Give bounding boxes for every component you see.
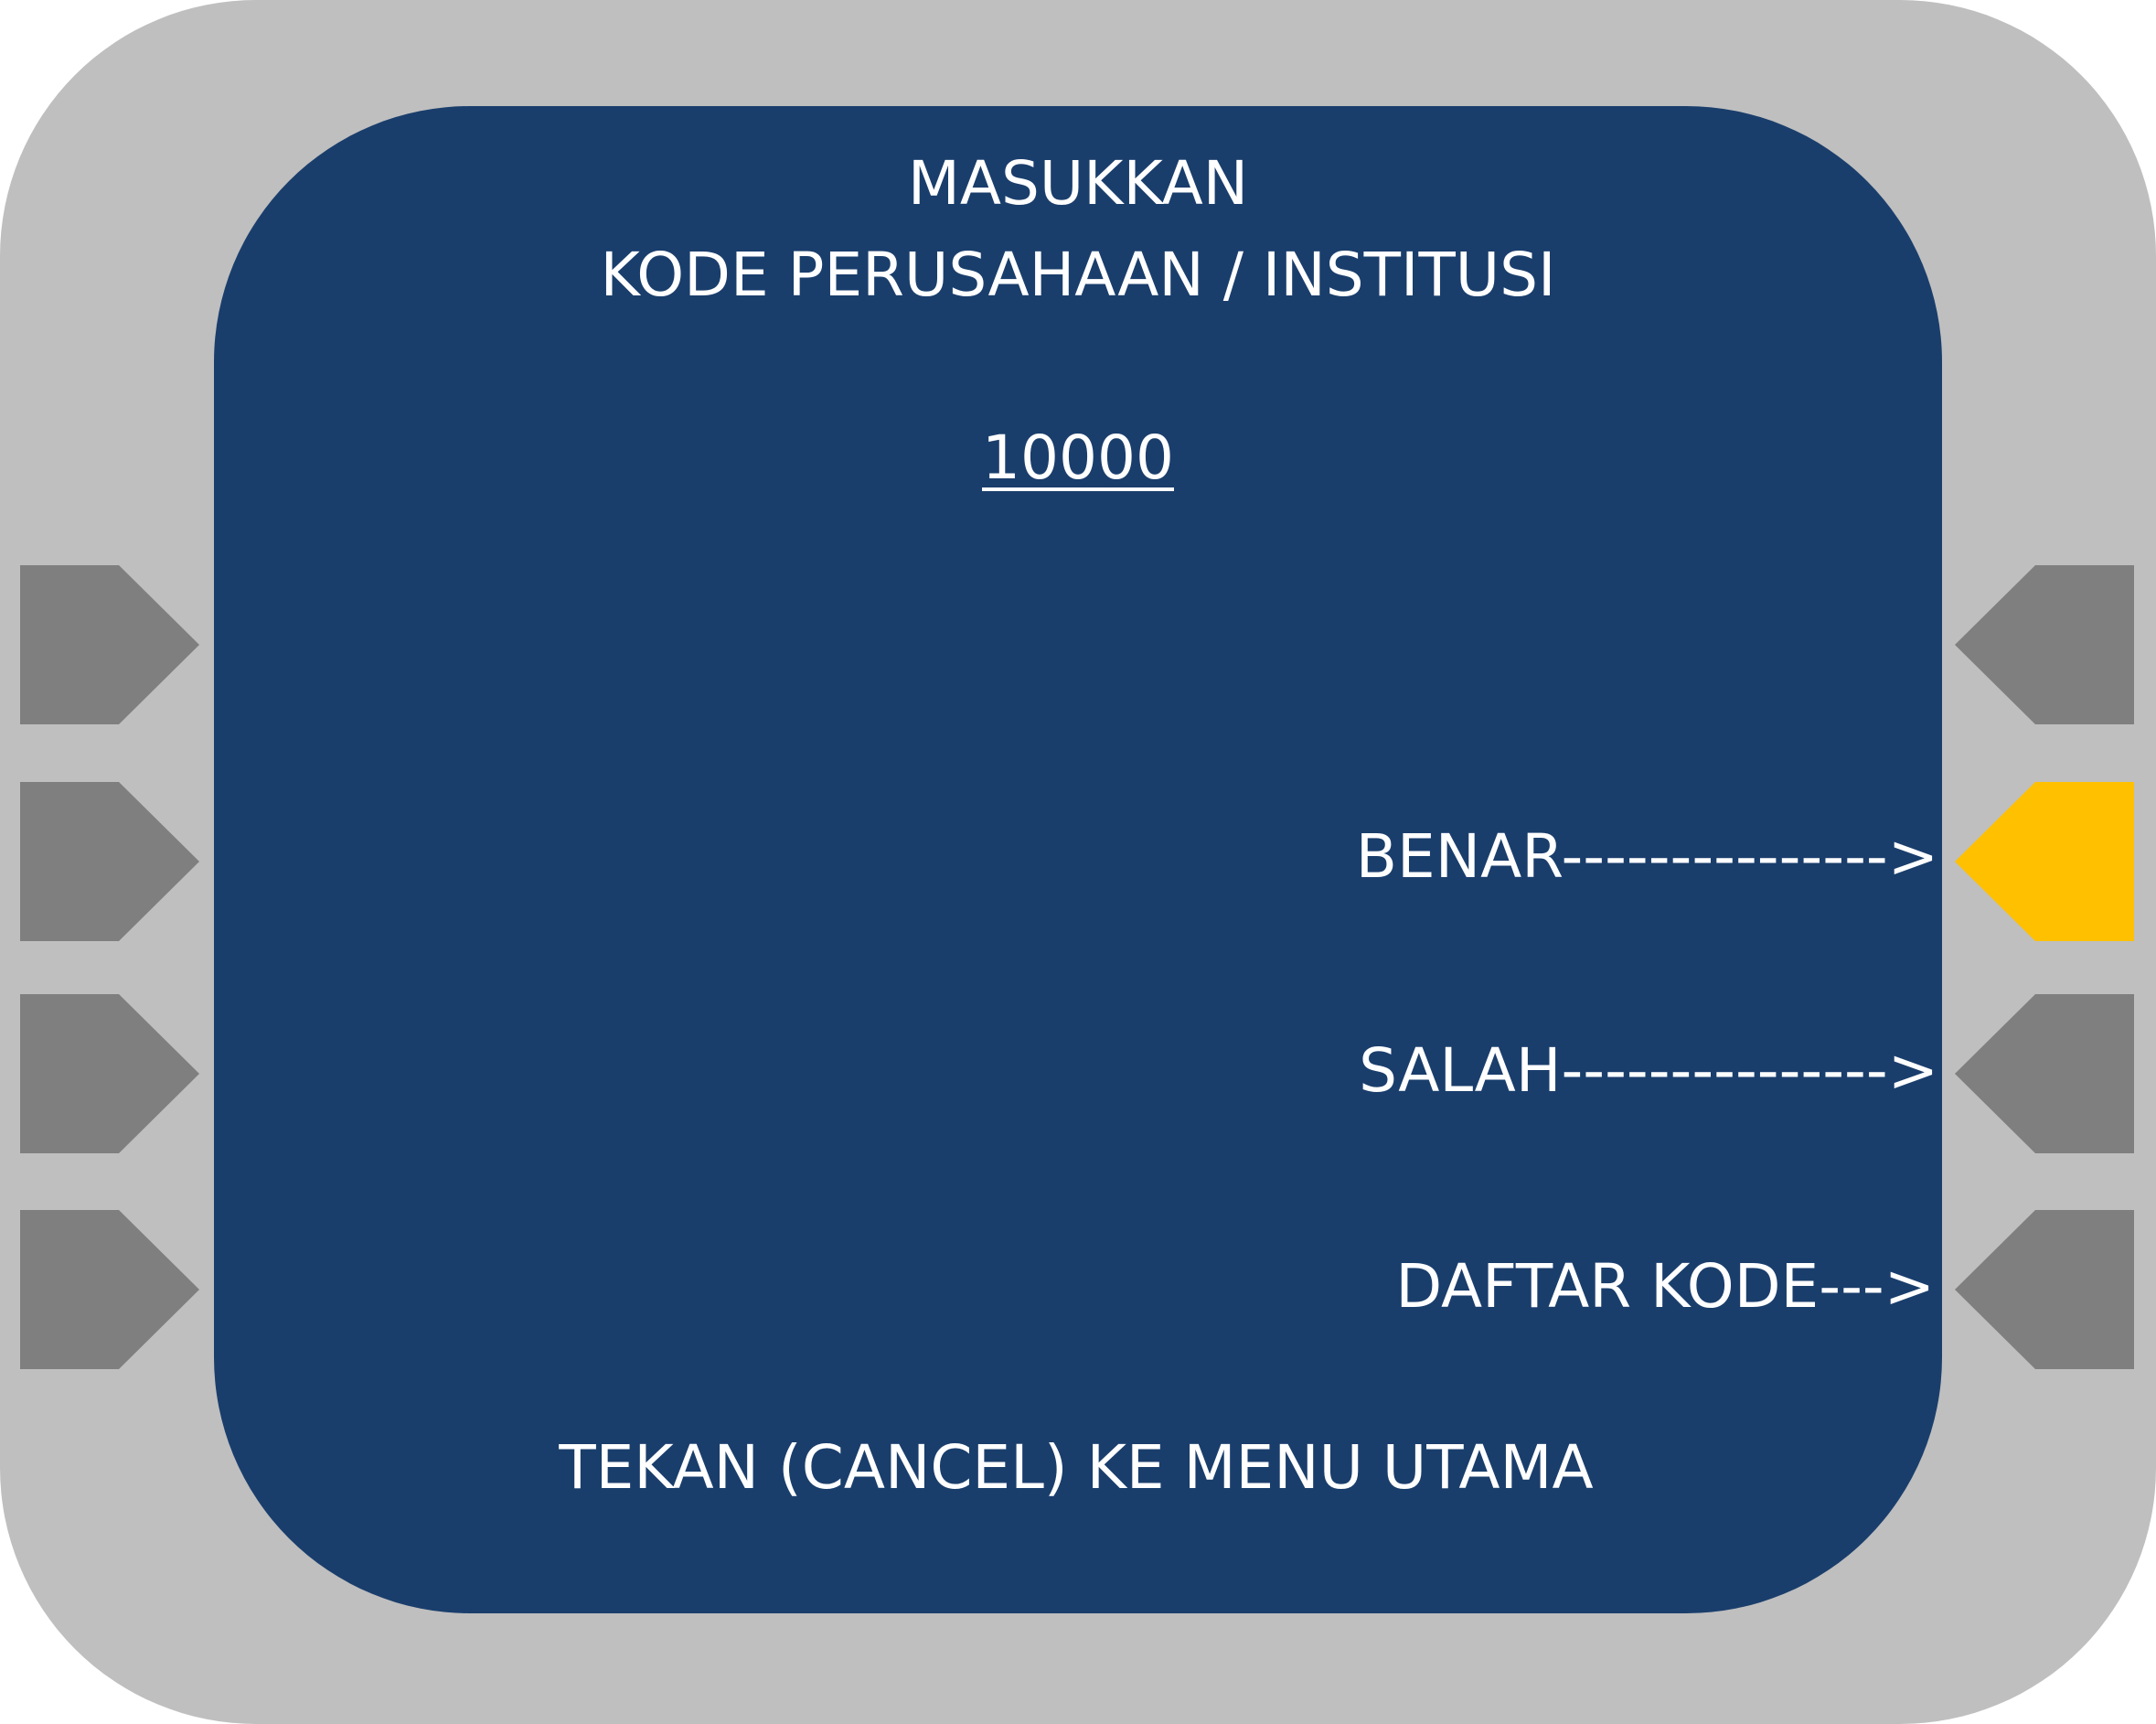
arrow-left-icon [1955, 994, 2134, 1153]
atm-screen: MASUKKAN KODE PERUSAHAAN / INSTITUSI 100… [214, 106, 1942, 1613]
code-value: 10000 [214, 428, 1942, 488]
cancel-instruction: TEKAN (CANCEL) KE MENU UTAMA [559, 1432, 1594, 1503]
arrow-right-icon [20, 994, 199, 1153]
right-key-4[interactable] [1955, 1210, 2134, 1369]
arrow-left-icon [1955, 565, 2134, 724]
arrow-right-icon [20, 782, 199, 941]
title-line-2: KODE PERUSAHAAN / INSTITUSI [600, 240, 1556, 310]
code-value-text: 10000 [982, 423, 1174, 493]
right-key-2[interactable] [1955, 782, 2134, 941]
arrow-left-icon [1955, 1210, 2134, 1369]
left-key-1[interactable] [20, 565, 199, 724]
arrow-right-icon [20, 565, 199, 724]
option-daftar-kode: DAFTAR KODE---> [1395, 1251, 1935, 1322]
left-key-4[interactable] [20, 1210, 199, 1369]
right-key-3[interactable] [1955, 994, 2134, 1153]
arrow-right-icon [20, 1210, 199, 1369]
right-key-1[interactable] [1955, 565, 2134, 724]
option-salah: SALAH---------------> [1359, 1035, 1938, 1106]
arrow-left-icon [1955, 782, 2134, 941]
option-benar: BENAR---------------> [1355, 821, 1938, 892]
title-line-1: MASUKKAN [907, 148, 1249, 219]
left-key-2[interactable] [20, 782, 199, 941]
left-key-3[interactable] [20, 994, 199, 1153]
